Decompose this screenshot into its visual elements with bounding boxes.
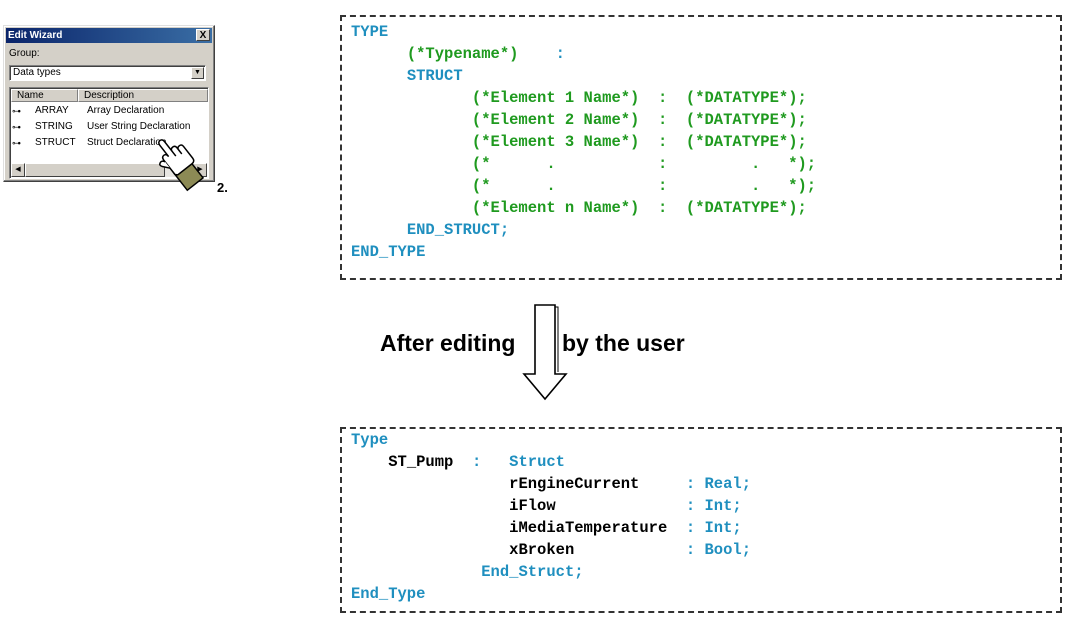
keyword-struct: STRUCT [406, 67, 463, 85]
edit-wizard-dialog: Edit Wizard X Group: Data types ▼ Name D… [3, 25, 215, 182]
key-icon: ⊶ [12, 122, 21, 132]
hand-pointer-icon [158, 139, 205, 192]
datatype-list[interactable]: Name Description ⊶ ARRAY Array Declarati… [9, 87, 209, 179]
column-header-name[interactable]: Name [11, 89, 78, 102]
scroll-left-button[interactable]: ◀ [11, 163, 25, 177]
list-item-name: STRUCT [35, 137, 76, 148]
element-sep: : [657, 199, 668, 217]
list-item-description: Struct Declaration [87, 137, 167, 148]
wizard-title: Edit Wizard [8, 30, 63, 41]
element-name: (*Element n Name*) [471, 199, 640, 217]
list-item-name: ARRAY [35, 105, 69, 116]
element-sep: : [657, 177, 668, 195]
member-type: : Int; [685, 519, 742, 537]
type-name: ST_Pump [388, 453, 454, 471]
close-icon: X [199, 30, 207, 41]
group-select-value: Data types [13, 67, 61, 78]
key-icon: ⊶ [12, 138, 21, 148]
keyword-end-struct: END_STRUCT; [406, 221, 510, 239]
element-type: (*DATATYPE*); [685, 199, 807, 217]
element-sep: : [657, 89, 668, 107]
element-type: (*DATATYPE*); [685, 111, 807, 129]
scrollbar-thumb[interactable] [25, 163, 165, 177]
element-sep: : [657, 111, 668, 129]
keyword-type: Type [351, 431, 389, 449]
list-item-string[interactable]: ⊶ STRING User String Declaration [12, 120, 207, 134]
template-code-box [340, 15, 1062, 280]
member-type: : Int; [685, 497, 742, 515]
element-sep: : [657, 133, 668, 151]
close-button[interactable]: X [196, 29, 210, 41]
element-name: (* . [471, 155, 556, 173]
element-type: (*DATATYPE*); [685, 89, 807, 107]
element-type: (*DATATYPE*); [685, 133, 807, 151]
list-item-description: Array Declaration [87, 105, 165, 116]
member-name: iMediaTemperature [509, 519, 668, 537]
chevron-right-icon: ▶ [197, 166, 203, 173]
list-item-name: STRING [35, 121, 73, 132]
member-name: rEngineCurrent [509, 475, 640, 493]
typename-placeholder: (*Typename*) [406, 45, 519, 63]
caption-right: by the user [562, 330, 685, 356]
keyword-end-struct: End_Struct; [481, 563, 584, 581]
down-arrow-icon [522, 304, 568, 401]
element-type: . *); [685, 155, 817, 173]
caption-left: After editing [380, 330, 516, 356]
element-name: (*Element 2 Name*) [471, 111, 640, 129]
element-name: (*Element 3 Name*) [471, 133, 640, 151]
element-name: (* . [471, 177, 556, 195]
step-number: 2. [217, 180, 228, 195]
chevron-down-icon: ▼ [194, 69, 201, 76]
element-sep: : [657, 155, 668, 173]
keyword-end-type: End_Type [351, 585, 426, 603]
group-select[interactable]: Data types ▼ [9, 65, 206, 81]
column-header-description[interactable]: Description [78, 89, 208, 102]
list-item-description: User String Declaration [87, 121, 191, 132]
chevron-left-icon: ◀ [15, 166, 21, 173]
dropdown-button[interactable]: ▼ [191, 67, 204, 79]
horizontal-scrollbar[interactable]: ◀ ▶ [11, 163, 207, 177]
group-label: Group: [9, 48, 40, 59]
template-code: TYPE (*Typename*) : STRUCT (*Element 1 N… [351, 21, 816, 263]
keyword-struct: Struct [509, 453, 565, 471]
list-item-array[interactable]: ⊶ ARRAY Array Declaration [12, 104, 207, 118]
wizard-title-bar: Edit Wizard X [6, 28, 212, 43]
member-name: xBroken [509, 541, 575, 559]
keyword-type: TYPE [351, 23, 389, 41]
member-name: iFlow [509, 497, 556, 515]
result-code: Type ST_Pump : Struct rEngineCurrent : R… [351, 429, 751, 605]
element-name: (*Element 1 Name*) [471, 89, 640, 107]
colon: : [471, 453, 482, 471]
element-type: . *); [685, 177, 817, 195]
key-icon: ⊶ [12, 106, 21, 116]
result-code-box [340, 427, 1062, 613]
colon: : [555, 45, 565, 63]
member-type: : Real; [685, 475, 752, 493]
keyword-end-type: END_TYPE [351, 243, 426, 261]
member-type: : Bool; [685, 541, 752, 559]
list-item-struct[interactable]: ⊶ STRUCT Struct Declaration [12, 136, 207, 150]
